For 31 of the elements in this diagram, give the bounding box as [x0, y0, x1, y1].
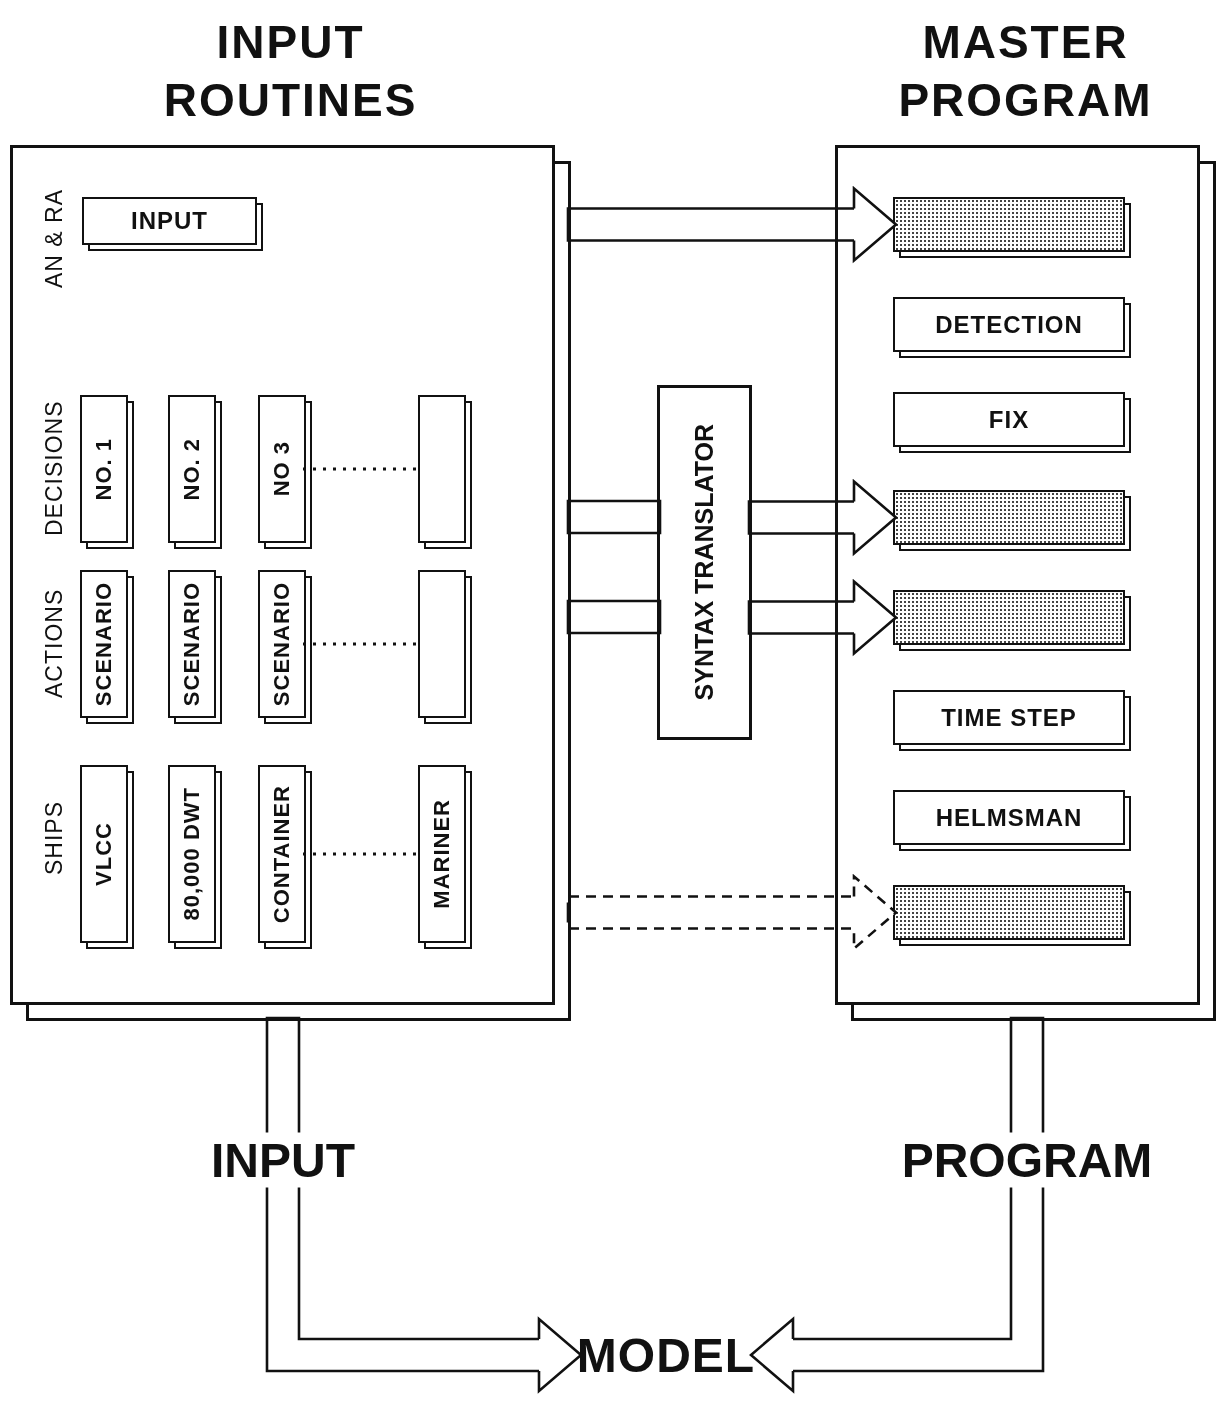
double-line-connector — [566, 499, 662, 535]
module-label: SCENARIO — [91, 581, 117, 707]
hollow-arrow — [566, 187, 898, 262]
hollow-arrow — [747, 580, 898, 655]
module-label: VLCC — [91, 822, 117, 886]
panel-heading: INPUT ROUTINES — [162, 15, 419, 128]
module-label: SCENARIO — [179, 581, 205, 707]
module-label: NO 3 — [269, 441, 295, 497]
hollow-arrow — [566, 875, 898, 950]
module-label: TIME STEP — [941, 703, 1077, 732]
row-label: ACTIONS — [41, 587, 68, 700]
module-label: 80,000 DWT — [179, 787, 205, 921]
module-label: NO. 2 — [179, 437, 205, 501]
row-label: DECISIONS — [41, 399, 68, 538]
module-label: FIX — [988, 405, 1030, 434]
module-label: DETECTION — [935, 310, 1083, 339]
row-label: SHIPS — [41, 800, 68, 877]
translator-box — [657, 385, 752, 740]
hollow-arrow — [265, 1016, 583, 1393]
module-label: NO. 1 — [91, 437, 117, 501]
module-label: CONTAINER — [269, 784, 295, 924]
module-label: MARINER — [429, 799, 455, 909]
hollow-arrow — [749, 1016, 1045, 1393]
panel-heading: MASTER PROGRAM — [897, 15, 1154, 128]
translator-label: SYNTAX TRANSLATOR — [691, 424, 718, 701]
double-line-connector — [566, 599, 662, 635]
hollow-arrow — [747, 480, 898, 555]
module-label: HELMSMAN — [935, 803, 1083, 832]
module-label: SCENARIO — [269, 581, 295, 707]
module-label: INPUT — [131, 207, 208, 235]
row-label: AN & RA — [41, 187, 68, 290]
